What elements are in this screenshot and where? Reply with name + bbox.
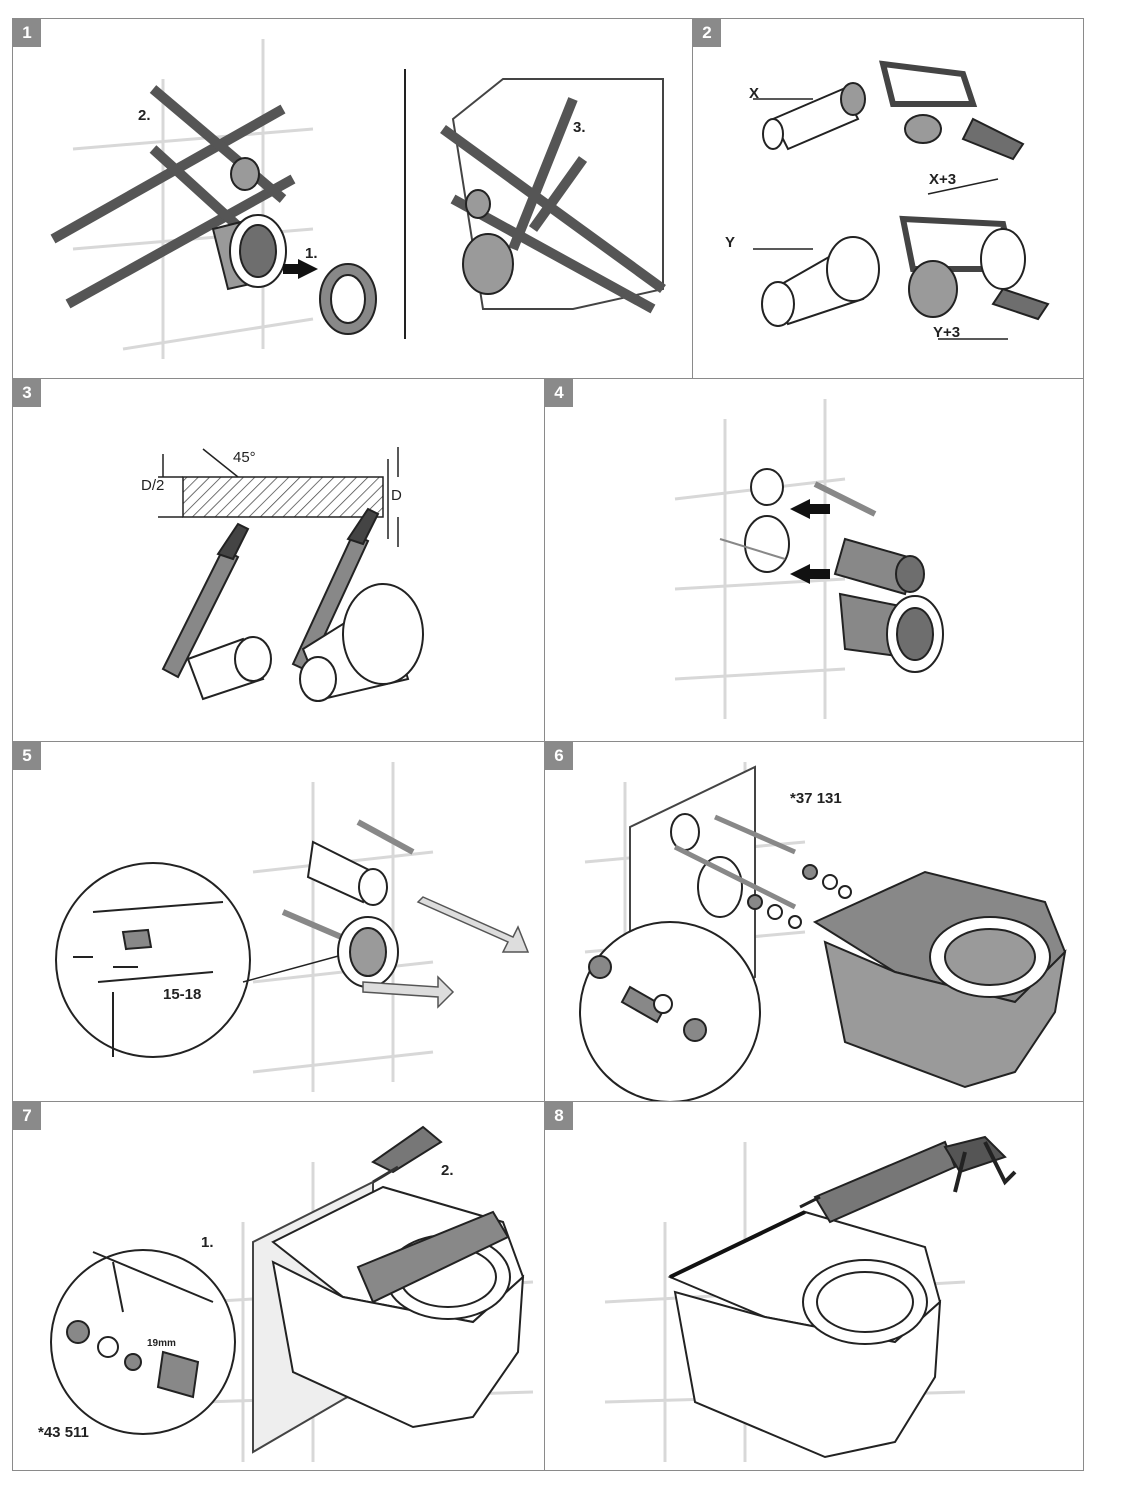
step-4-illustration bbox=[674, 399, 944, 719]
label-step-2: 2. bbox=[138, 107, 151, 124]
caulking-gun bbox=[799, 1135, 1017, 1224]
step-7-illustration bbox=[50, 1125, 534, 1462]
seal-ring bbox=[319, 263, 377, 335]
arrow-icon bbox=[283, 259, 318, 279]
toilet-bowl bbox=[271, 1125, 525, 1429]
label-15-18: 15-18 bbox=[163, 986, 202, 1003]
detail-magnifier bbox=[55, 862, 251, 1058]
label-step-1: 1. bbox=[201, 1234, 214, 1251]
label-37-131: *37 131 bbox=[790, 790, 842, 807]
step-4-number: 4 bbox=[545, 379, 573, 407]
label-43-511: *43 511 bbox=[38, 1424, 89, 1441]
fixing-detail bbox=[588, 955, 707, 1042]
pipe-parts bbox=[719, 468, 944, 673]
saw-x bbox=[879, 60, 978, 107]
step-5-panel: 5 15-18 bbox=[12, 741, 546, 1103]
label-x-plus-3: X+3 bbox=[929, 171, 957, 188]
step-7-panel: 7 1. 2. 19mm *43 511 bbox=[12, 1101, 546, 1471]
toilet-bowl bbox=[812, 870, 1067, 1089]
label-d-half: D/2 bbox=[141, 477, 165, 494]
label-step-1: 1. bbox=[305, 245, 318, 262]
double-arrow-icon bbox=[362, 896, 530, 1009]
step-2-illustration bbox=[753, 60, 1050, 340]
pipe-assembly bbox=[281, 819, 415, 988]
step-3-number: 3 bbox=[13, 379, 41, 407]
fixing-parts bbox=[670, 813, 852, 929]
wall-tiles bbox=[252, 762, 434, 1092]
label-45-degrees: 45° bbox=[233, 449, 256, 466]
bolt-detail bbox=[73, 901, 224, 1057]
step-4-panel: 4 bbox=[544, 378, 1084, 743]
step-6-number: 6 bbox=[545, 742, 573, 770]
step-8-illustration bbox=[604, 1135, 1017, 1462]
step-5-illustration bbox=[55, 762, 530, 1092]
frame-view bbox=[440, 78, 666, 314]
waste-pipe bbox=[211, 157, 287, 291]
bevel-cross-section bbox=[158, 447, 399, 547]
step-5-number: 5 bbox=[13, 742, 41, 770]
label-y-plus-3: Y+3 bbox=[933, 324, 961, 341]
cover-cap-detail bbox=[66, 1251, 214, 1399]
label-d: D bbox=[391, 487, 402, 504]
toilet-bowl bbox=[667, 1210, 942, 1459]
label-y: Y bbox=[725, 234, 736, 251]
step-6-illustration bbox=[579, 762, 1067, 1102]
step-2-panel: 2 X X+3 Y Y+3 bbox=[692, 18, 1084, 380]
step-8-panel: 8 bbox=[544, 1101, 1084, 1471]
step-7-number: 7 bbox=[13, 1102, 41, 1130]
step-8-number: 8 bbox=[545, 1102, 573, 1130]
arrow-icon bbox=[790, 564, 830, 584]
label-19mm: 19mm bbox=[147, 1338, 176, 1349]
detail-magnifier bbox=[579, 921, 761, 1102]
silicone-bead bbox=[669, 1210, 806, 1279]
step-3-panel: 3 45° D/2 D bbox=[12, 378, 546, 743]
step-2-number: 2 bbox=[693, 19, 721, 47]
label-step-3: 3. bbox=[573, 119, 586, 136]
file-tools bbox=[161, 507, 424, 702]
arrow-icon bbox=[790, 499, 830, 519]
step-1-panel: 1 2. bbox=[12, 18, 693, 380]
label-x: X bbox=[749, 85, 760, 102]
step-6-panel: 6 *37 131 bbox=[544, 741, 1084, 1103]
step-1-number: 1 bbox=[13, 19, 41, 47]
label-step-2: 2. bbox=[441, 1162, 454, 1179]
step-1-illustration bbox=[50, 39, 666, 359]
step-3-illustration bbox=[158, 447, 424, 702]
